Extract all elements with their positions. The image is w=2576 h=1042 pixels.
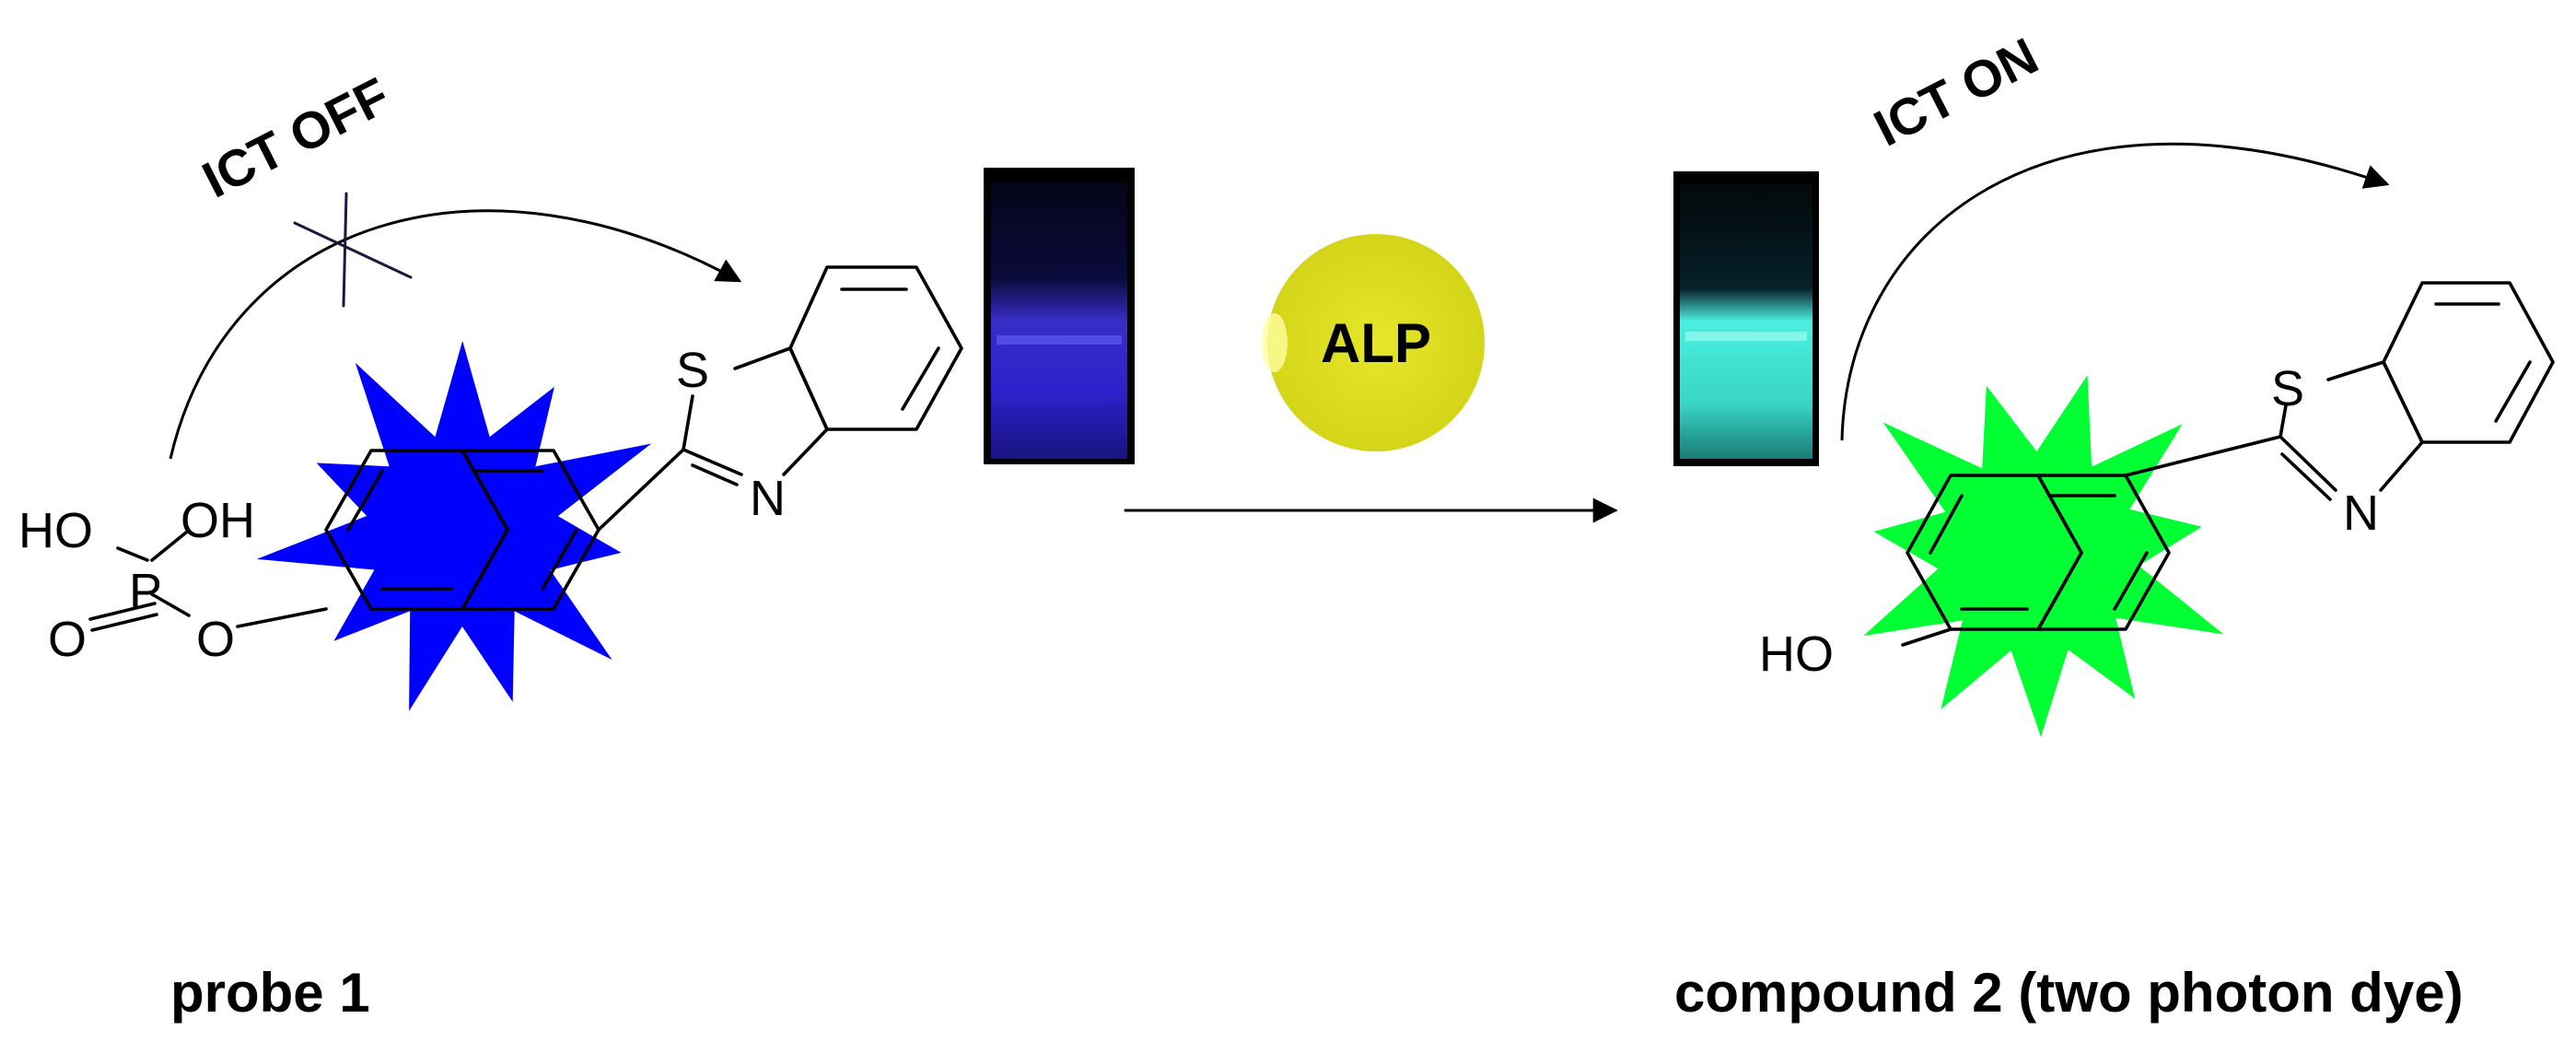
probe-fluorescence-star	[256, 341, 652, 711]
blocked-cross-1	[293, 221, 413, 279]
probe-caption: probe 1	[170, 962, 370, 1024]
atom-s-left: S	[676, 343, 709, 398]
benzo-ring-right	[2382, 281, 2555, 444]
atom-n-left: N	[750, 471, 786, 526]
atom-p: P	[129, 564, 162, 619]
naphthalene-ring-b	[460, 449, 600, 611]
compound-2-structure: HO S N	[1759, 281, 2555, 737]
atom-n-right: N	[2343, 486, 2379, 541]
atom-o-ester: O	[196, 612, 235, 667]
probe-vial-photo	[984, 168, 1135, 464]
compound-vial-photo	[1673, 171, 1819, 466]
ict-on-arc	[1840, 142, 2390, 441]
probe-1-structure: HO OH P O O S N	[18, 265, 963, 711]
atom-o-double: O	[48, 612, 87, 667]
compound-caption: compound 2 (two photon dye)	[1674, 962, 2464, 1024]
alp-enzyme: ALP	[1262, 234, 1485, 451]
atom-oh-left: OH	[181, 493, 255, 548]
ict-off-arc	[169, 209, 742, 460]
alp-label: ALP	[1321, 312, 1431, 374]
atom-ho-left: HO	[18, 503, 93, 558]
ict-off-label: ICT OFF	[193, 66, 399, 209]
blocked-cross-2	[342, 192, 348, 308]
ict-on-label: ICT ON	[1865, 26, 2047, 157]
atom-s-right: S	[2271, 361, 2304, 416]
atom-ho-right: HO	[1759, 626, 1834, 682]
compound-fluorescence-star	[1863, 375, 2224, 737]
benzo-ring-left	[788, 265, 963, 431]
